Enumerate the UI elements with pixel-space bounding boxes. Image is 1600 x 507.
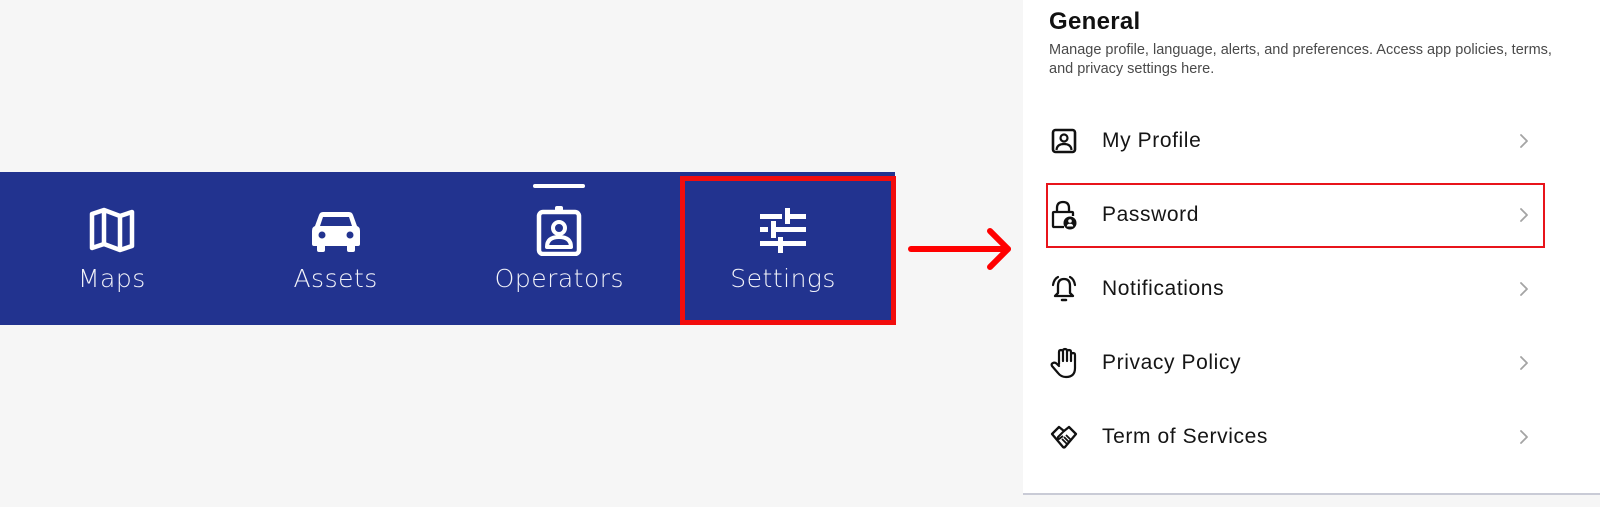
nav-label-settings: Settings (730, 264, 836, 293)
sliders-icon (757, 204, 809, 256)
id-badge-icon (533, 204, 585, 256)
menu-item-privacy-policy[interactable]: Privacy Policy (1023, 326, 1600, 400)
nav-label-operators: Operators (494, 264, 625, 293)
menu-label: Privacy Policy (1102, 351, 1242, 374)
active-tab-indicator (533, 184, 586, 188)
car-icon (310, 204, 362, 256)
menu-item-notifications[interactable]: Notifications (1023, 252, 1600, 326)
menu-label: Term of Services (1102, 425, 1268, 448)
menu-label: Notifications (1102, 277, 1225, 300)
nav-label-maps: Maps (77, 264, 146, 293)
hand-stop-icon (1049, 347, 1079, 379)
nav-item-assets[interactable]: Assets (224, 172, 448, 325)
chevron-right-icon (1520, 208, 1528, 222)
arrow-right-icon (908, 228, 1011, 270)
section-description: Manage profile, language, alerts, and pr… (1049, 42, 1552, 77)
menu-label: Password (1102, 203, 1200, 226)
chevron-right-icon (1520, 430, 1528, 444)
bottom-nav-bar: Maps Assets (0, 172, 895, 325)
menu-item-term-of-services[interactable]: Term of Services (1023, 400, 1600, 474)
handshake-icon (1049, 422, 1079, 452)
nav-item-maps[interactable]: Maps (0, 172, 224, 325)
chevron-right-icon (1520, 282, 1528, 296)
nav-item-operators[interactable]: Operators (448, 172, 672, 325)
lock-user-icon (1049, 200, 1079, 230)
chevron-right-icon (1520, 356, 1528, 370)
map-icon (86, 204, 138, 256)
section-title: General (1049, 8, 1141, 35)
menu-label: My Profile (1102, 129, 1202, 152)
bell-ringing-icon (1049, 274, 1079, 304)
nav-label-assets: Assets (293, 264, 378, 293)
profile-icon (1049, 126, 1079, 156)
menu-item-my-profile[interactable]: My Profile (1023, 104, 1600, 178)
nav-item-settings[interactable]: Settings (671, 172, 895, 325)
settings-panel: General Manage profile, language, alerts… (1023, 0, 1600, 495)
settings-menu: My Profile Password (1023, 104, 1600, 474)
chevron-right-icon (1520, 134, 1528, 148)
menu-item-password[interactable]: Password (1023, 178, 1600, 252)
